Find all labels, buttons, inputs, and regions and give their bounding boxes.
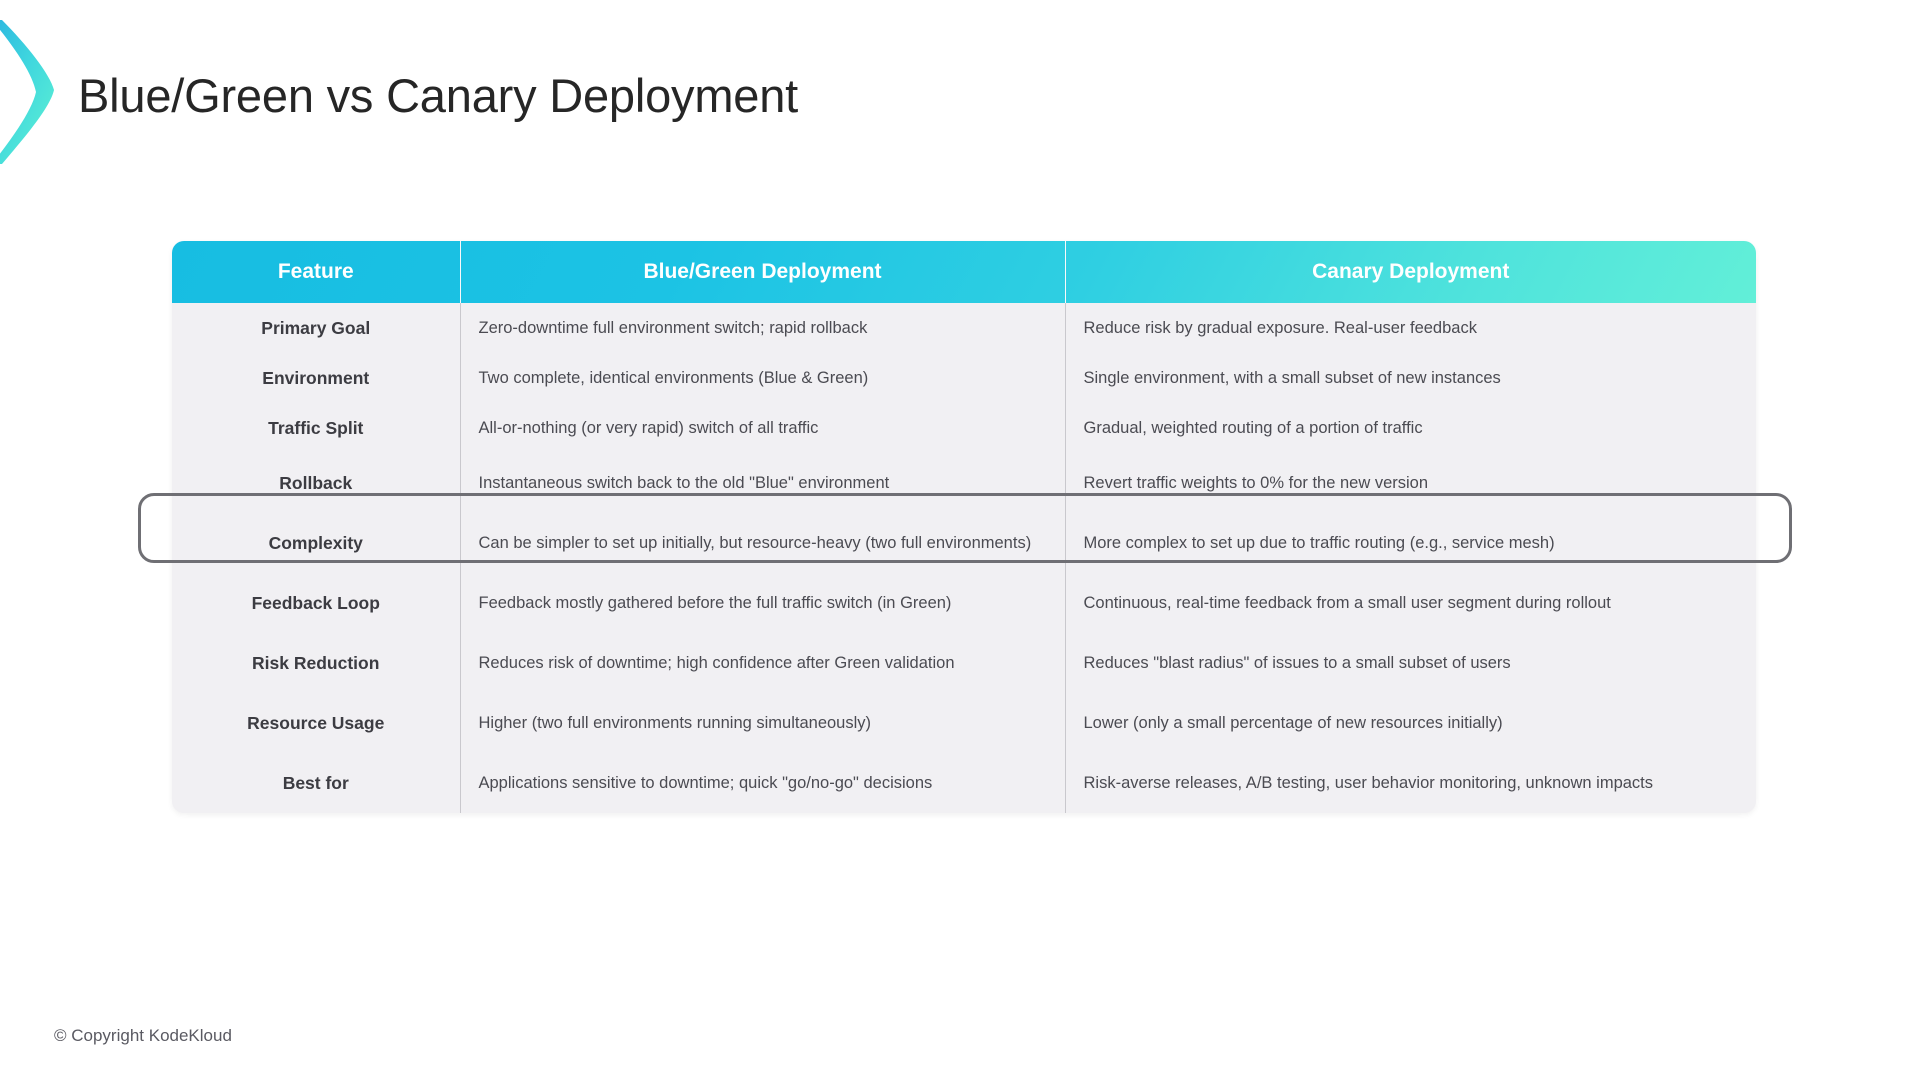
table-body: Primary Goal Zero-downtime full environm… [172, 303, 1756, 813]
cell-canary: Reduces "blast radius" of issues to a sm… [1065, 633, 1756, 693]
cell-bluegreen: Can be simpler to set up initially, but … [460, 513, 1066, 573]
column-header-feature: Feature [172, 241, 461, 303]
page-title: Blue/Green vs Canary Deployment [78, 69, 799, 122]
cell-canary: More complex to set up due to traffic ro… [1065, 513, 1756, 573]
cell-bluegreen: Applications sensitive to downtime; quic… [460, 753, 1066, 813]
cell-canary: Reduce risk by gradual exposure. Real-us… [1065, 303, 1756, 353]
table-row-rollback-highlighted: Rollback Instantaneous switch back to th… [172, 453, 1756, 513]
cell-feature: Best for [172, 753, 461, 813]
comparison-table: Feature Blue/Green Deployment Canary Dep… [172, 241, 1756, 813]
cell-bluegreen: Higher (two full environments running si… [460, 693, 1066, 753]
cell-feature: Feedback Loop [172, 573, 461, 633]
cell-bluegreen: Two complete, identical environments (Bl… [460, 353, 1066, 403]
cell-bluegreen: Instantaneous switch back to the old "Bl… [460, 453, 1066, 513]
cell-bluegreen: Reduces risk of downtime; high confidenc… [460, 633, 1066, 693]
cell-feature: Complexity [172, 513, 461, 573]
chevron-right-icon [0, 18, 60, 166]
column-header-bluegreen: Blue/Green Deployment [460, 241, 1066, 303]
comparison-table-container: Feature Blue/Green Deployment Canary Dep… [172, 241, 1756, 813]
table-row: Environment Two complete, identical envi… [172, 353, 1756, 403]
table-row: Risk Reduction Reduces risk of downtime;… [172, 633, 1756, 693]
table-row: Feedback Loop Feedback mostly gathered b… [172, 573, 1756, 633]
cell-canary: Revert traffic weights to 0% for the new… [1065, 453, 1756, 513]
cell-feature: Environment [172, 353, 461, 403]
cell-feature: Traffic Split [172, 403, 461, 453]
table-row: Primary Goal Zero-downtime full environm… [172, 303, 1756, 353]
cell-canary: Continuous, real-time feedback from a sm… [1065, 573, 1756, 633]
cell-canary: Lower (only a small percentage of new re… [1065, 693, 1756, 753]
table-header-row: Feature Blue/Green Deployment Canary Dep… [172, 241, 1756, 303]
table-header: Feature Blue/Green Deployment Canary Dep… [172, 241, 1756, 303]
cell-bluegreen: All-or-nothing (or very rapid) switch of… [460, 403, 1066, 453]
cell-canary: Risk-averse releases, A/B testing, user … [1065, 753, 1756, 813]
cell-bluegreen: Zero-downtime full environment switch; r… [460, 303, 1066, 353]
cell-feature: Rollback [172, 453, 461, 513]
table-row: Resource Usage Higher (two full environm… [172, 693, 1756, 753]
cell-bluegreen: Feedback mostly gathered before the full… [460, 573, 1066, 633]
cell-canary: Single environment, with a small subset … [1065, 353, 1756, 403]
copyright-footer: © Copyright KodeKloud [54, 1026, 232, 1045]
cell-feature: Primary Goal [172, 303, 461, 353]
cell-canary: Gradual, weighted routing of a portion o… [1065, 403, 1756, 453]
cell-feature: Resource Usage [172, 693, 461, 753]
cell-feature: Risk Reduction [172, 633, 461, 693]
table-row: Complexity Can be simpler to set up init… [172, 513, 1756, 573]
table-row: Best for Applications sensitive to downt… [172, 753, 1756, 813]
table-row: Traffic Split All-or-nothing (or very ra… [172, 403, 1756, 453]
column-header-canary: Canary Deployment [1312, 260, 1510, 283]
